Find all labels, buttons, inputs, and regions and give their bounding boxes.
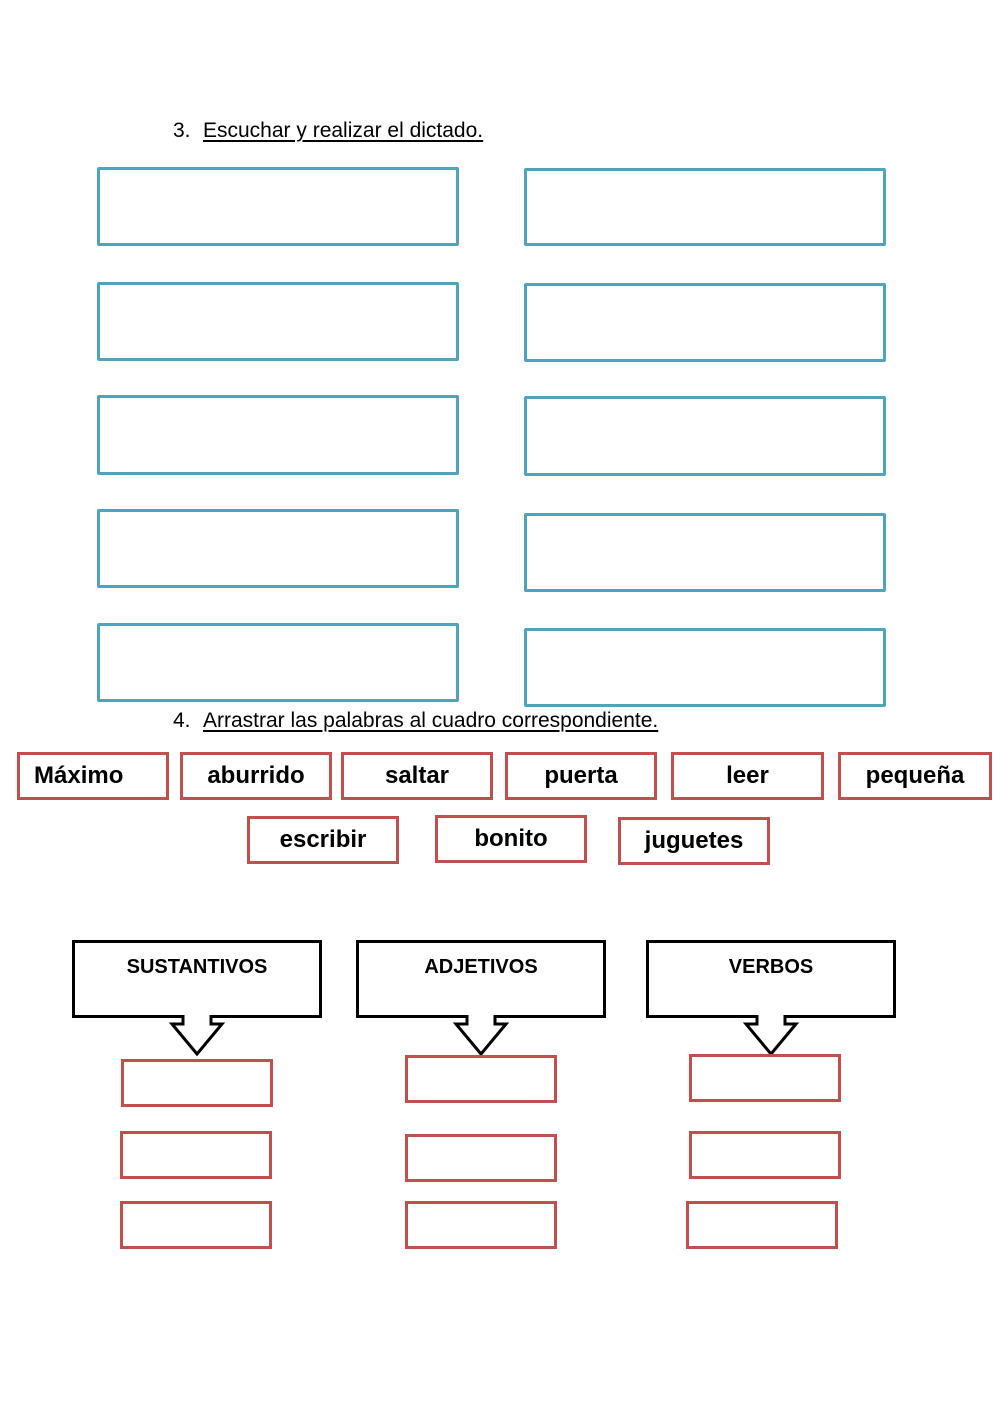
category-drop-zone[interactable] <box>405 1055 557 1103</box>
dictation-answer-box[interactable] <box>524 283 886 362</box>
dictation-answer-box[interactable] <box>524 168 886 246</box>
dictation-answer-box[interactable] <box>524 628 886 707</box>
word-chip[interactable]: leer <box>671 752 824 800</box>
section-4-heading: 4. Arrastrar las palabras al cuadro corre… <box>173 709 658 733</box>
category-drop-zone[interactable] <box>405 1134 557 1182</box>
down-arrow-callout-icon <box>356 940 606 1057</box>
word-chip[interactable]: puerta <box>505 752 657 800</box>
word-chip[interactable]: bonito <box>435 815 587 863</box>
dictation-answer-box[interactable] <box>97 395 459 475</box>
section-3-instruction: Escuchar y realizar el dictado. <box>203 119 484 142</box>
dictation-answer-box[interactable] <box>97 509 459 588</box>
down-arrow-callout-icon <box>646 940 896 1057</box>
category-drop-zone[interactable] <box>120 1201 272 1249</box>
category-label: VERBOS <box>728 956 814 978</box>
category-callout: SUSTANTIVOS <box>72 940 322 1058</box>
word-chip[interactable]: aburrido <box>180 752 332 800</box>
word-chip[interactable]: saltar <box>341 752 493 800</box>
section-3-heading: 3. Escuchar y realizar el dictado. <box>173 119 483 143</box>
dictation-answer-box[interactable] <box>524 513 886 592</box>
section-4-instruction: Arrastrar las palabras al cuadro corresp… <box>203 709 659 732</box>
category-drop-zone[interactable] <box>405 1201 557 1249</box>
word-chip[interactable]: escribir <box>247 816 399 864</box>
category-label: SUSTANTIVOS <box>126 956 268 978</box>
dictation-answer-box[interactable] <box>97 167 459 246</box>
word-chip[interactable]: juguetes <box>618 817 770 865</box>
section-4-number: 4. <box>173 709 191 732</box>
down-arrow-callout-icon <box>72 940 322 1057</box>
dictation-answer-box[interactable] <box>524 396 886 476</box>
category-callout: VERBOS <box>646 940 896 1058</box>
category-drop-zone[interactable] <box>689 1054 841 1102</box>
category-label: ADJETIVOS <box>424 956 538 978</box>
dictation-answer-box[interactable] <box>97 623 459 702</box>
section-3-number: 3. <box>173 119 191 142</box>
category-drop-zone[interactable] <box>121 1059 273 1107</box>
category-drop-zone[interactable] <box>120 1131 272 1179</box>
dictation-answer-box[interactable] <box>97 282 459 361</box>
category-drop-zone[interactable] <box>686 1201 838 1249</box>
word-chip[interactable]: pequeña <box>838 752 992 800</box>
word-chip[interactable]: Máximo <box>17 752 169 800</box>
category-drop-zone[interactable] <box>689 1131 841 1179</box>
category-callout: ADJETIVOS <box>356 940 606 1058</box>
